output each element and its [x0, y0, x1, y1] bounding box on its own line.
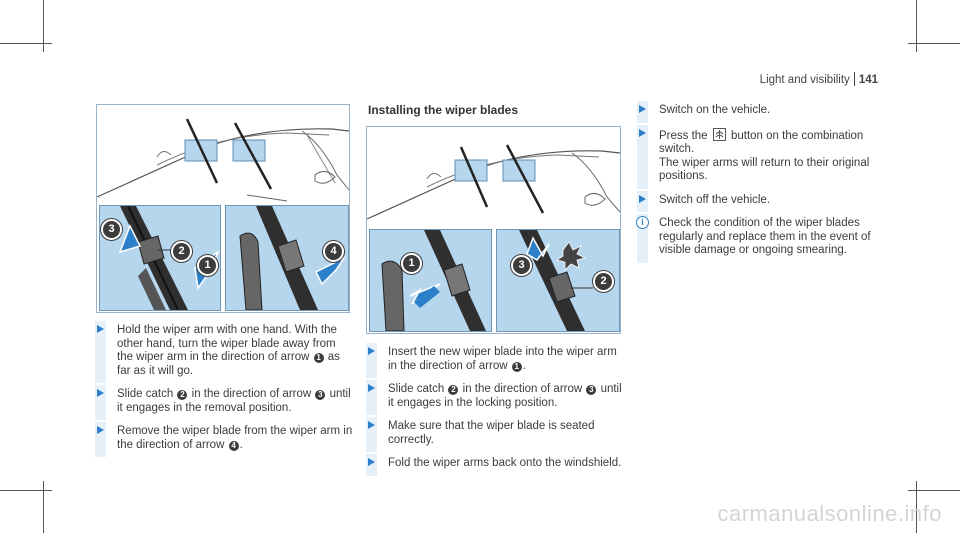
page-number: 141: [858, 74, 878, 86]
step-item: Switch off the vehicle.: [637, 190, 883, 212]
step-text: in the direction of arrow: [459, 383, 586, 395]
step-arrow-icon: [368, 421, 375, 429]
step-item: Make sure that the wiper blade is seated…: [366, 417, 624, 452]
ref-number: 1: [313, 353, 324, 363]
callout-2: 2: [171, 241, 192, 262]
detail-panel-insert: [369, 229, 492, 332]
callout-3: 3: [101, 219, 122, 240]
step-text: button on the combination switch.: [659, 129, 864, 156]
step-bar: [637, 124, 648, 189]
step-item: Fold the wiper arms back onto the windsh…: [366, 454, 624, 476]
note-item: i Check the condition of the wiper blade…: [636, 214, 883, 263]
step-text: until it engages in the removal position…: [117, 388, 351, 414]
crop-mark: [43, 0, 44, 52]
step-text: Make sure that the wiper blade is seated…: [388, 420, 595, 446]
step-text: Remove the wiper blade from the wiper ar…: [117, 425, 353, 451]
step-bar: [95, 321, 106, 383]
ref-number: 1: [511, 361, 522, 372]
step-bar: [637, 214, 648, 263]
callout-4: 4: [323, 241, 344, 262]
step-text: Switch off the vehicle.: [659, 193, 771, 206]
callout-3: 3: [511, 255, 532, 276]
step-item: Slide catch 2 in the direction of arrow …: [95, 385, 353, 420]
watermark: carmanualsonline.info: [717, 501, 942, 526]
step-text: Switch on the vehicle.: [659, 104, 771, 116]
step-result-text: The wiper arms will return to their orig…: [659, 156, 870, 183]
step-arrow-icon: [639, 105, 646, 113]
installation-illustration: 1 3 2: [366, 126, 621, 334]
step-arrow-icon: [97, 325, 104, 333]
step-text: Fold the wiper arms back onto the windsh…: [388, 457, 622, 469]
step-arrow-icon: [639, 128, 646, 137]
step-item: Press the button on the combination swit…: [637, 124, 883, 189]
crop-mark: [916, 481, 917, 533]
crop-mark: [43, 481, 44, 533]
step-text: .: [522, 359, 526, 372]
ref-number: 2: [448, 385, 459, 395]
crop-mark: [908, 43, 960, 44]
crop-mark: [916, 0, 917, 52]
step-text: until it engages in the locking position…: [388, 383, 622, 409]
step-text: Press the: [659, 129, 711, 142]
step-bar: [95, 422, 106, 457]
step-arrow-icon: [97, 389, 104, 397]
step-text: Slide catch: [117, 388, 177, 400]
step-bar: [366, 417, 377, 452]
step-arrow-icon: [97, 426, 104, 434]
note-text: Check the condition of the wiper blades …: [659, 217, 871, 256]
step-arrow-icon: [368, 347, 375, 355]
step-bar: [366, 343, 377, 378]
step-text: Slide catch: [388, 383, 448, 395]
step-arrow-icon: [368, 458, 375, 466]
page-header: Light and visibility 141: [760, 72, 878, 86]
ref-number: 2: [177, 390, 188, 400]
installation-steps: Insert the new wiper blade into the wipe…: [366, 343, 624, 481]
callout-1: 1: [197, 255, 218, 276]
step-arrow-icon: [368, 384, 375, 392]
completion-steps: Switch on the vehicle. Press the button …: [636, 101, 883, 268]
car-windshield-drawing: [367, 144, 620, 220]
step-bar: [366, 380, 377, 415]
section-title: Installing the wiper blades: [368, 103, 519, 117]
header-divider: [853, 72, 855, 86]
step-item: Switch on the vehicle.: [637, 101, 883, 123]
step-item: Slide catch 2 in the direction of arrow …: [366, 380, 624, 415]
step-text: Insert the new wiper blade into the wipe…: [388, 346, 617, 372]
callout-2: 2: [593, 271, 614, 292]
ref-number: 3: [315, 390, 326, 400]
ref-number: 3: [586, 385, 597, 395]
car-windshield-drawing: [97, 118, 349, 202]
removal-steps: Hold the wiper arm with one hand. With t…: [95, 321, 353, 462]
crop-mark: [0, 490, 52, 491]
wiper-button-icon: [712, 127, 726, 141]
step-item: Remove the wiper blade from the wiper ar…: [95, 422, 353, 457]
step-bar: [95, 385, 106, 420]
section-name: Light and visibility: [759, 74, 850, 86]
step-text: as far as it will go.: [117, 351, 340, 377]
step-text: in the direction of arrow: [188, 388, 315, 400]
crop-mark: [908, 490, 960, 491]
step-item: Insert the new wiper blade into the wipe…: [366, 343, 624, 378]
info-icon: i: [636, 216, 649, 229]
crop-mark: [0, 43, 52, 44]
callout-1: 1: [401, 253, 422, 274]
step-item: Hold the wiper arm with one hand. With t…: [95, 321, 353, 383]
step-text: Hold the wiper arm with one hand. With t…: [117, 324, 337, 363]
removal-illustration: 3 2 1 4: [96, 104, 350, 313]
step-arrow-icon: [639, 194, 646, 203]
ref-number: 4: [228, 440, 239, 451]
step-text: .: [239, 438, 243, 451]
